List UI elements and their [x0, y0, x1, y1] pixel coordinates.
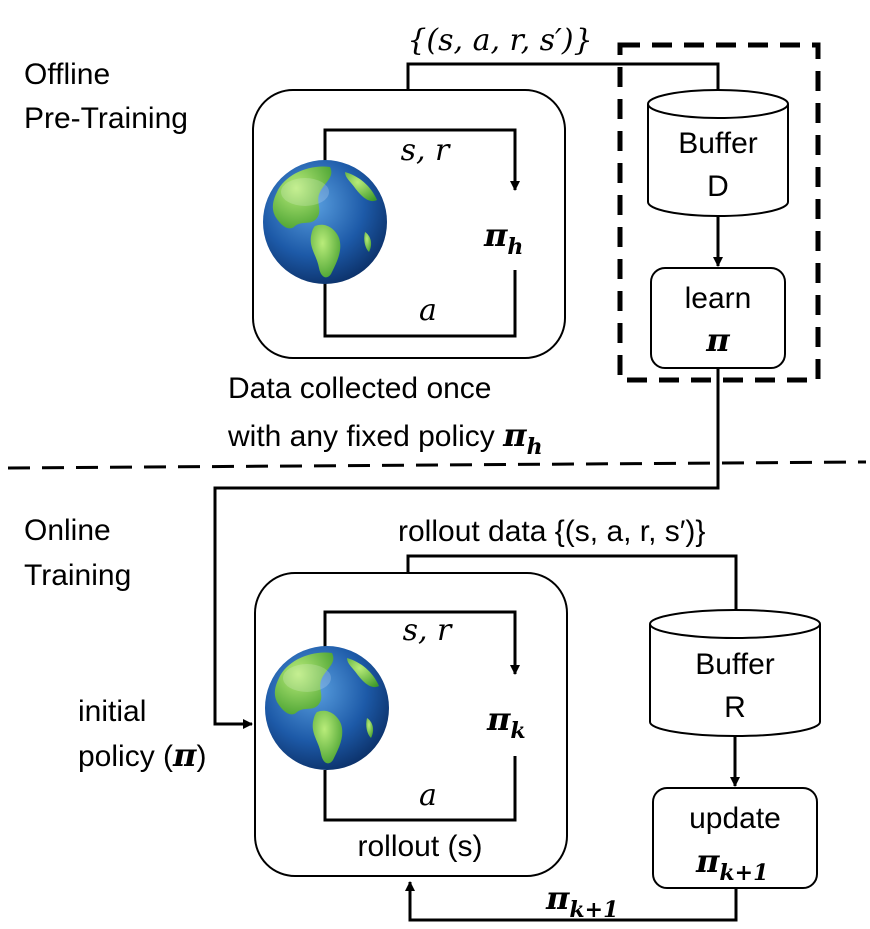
- offline-transition-set: {(s, a, r, s′)}: [407, 23, 592, 58]
- online-rollout-data-label: rollout data {(s, a, r, s′)}: [398, 515, 705, 548]
- buffer-d-name: D: [707, 170, 729, 203]
- learn-label: learn: [685, 282, 752, 315]
- globe-icon: [263, 160, 387, 284]
- offline-policy-label: πh: [483, 216, 523, 260]
- learn-policy-label: π: [705, 321, 730, 359]
- online-loop-bottom: [323, 756, 517, 822]
- initial-policy-label-line2: policy (π): [78, 736, 206, 774]
- buffer-r-name: R: [724, 691, 746, 724]
- buffer-d-cylinder: [647, 89, 789, 217]
- online-data-connector: [406, 554, 738, 612]
- online-section-label: Online: [24, 514, 111, 547]
- feedback-policy-label: πk+1: [545, 879, 618, 923]
- policy-feedback-connector: [405, 881, 738, 922]
- buffer-r-cylinder: [649, 609, 821, 737]
- section-divider: [7, 460, 867, 470]
- offline-loop-top: [323, 128, 520, 191]
- training-section-label: Training: [24, 559, 131, 592]
- buffer-r-label: Buffer: [695, 648, 775, 681]
- online-loop-sr-label: s, r: [403, 613, 453, 648]
- offline-loop-a-label: a: [419, 293, 437, 328]
- rollout-label: rollout (s): [357, 830, 482, 863]
- offline-data-connector: [406, 62, 720, 92]
- offline-section-label: Offline: [24, 58, 110, 91]
- initial-policy-label-line1: initial: [78, 695, 146, 728]
- globe-icon: [265, 646, 389, 770]
- update-label: update: [689, 802, 781, 835]
- online-loop-a-label: a: [419, 778, 437, 813]
- offline-caption-line2: with any fixed policy πh: [227, 416, 543, 460]
- online-loop-top: [323, 610, 520, 675]
- pretraining-section-label: Pre-Training: [24, 102, 188, 135]
- buffer-d-label: Buffer: [678, 127, 758, 160]
- online-policy-label: πk: [486, 700, 526, 744]
- initial-policy-connector: [213, 368, 720, 729]
- offline-learning-dashed-box: [617, 42, 821, 383]
- update-policy-label: πk+1: [695, 842, 768, 886]
- offline-loop-bottom: [323, 270, 517, 338]
- offline-loop-sr-label: s, r: [401, 133, 451, 168]
- offline-environment-box: [252, 89, 566, 359]
- offline-caption-line1: Data collected once: [228, 372, 492, 405]
